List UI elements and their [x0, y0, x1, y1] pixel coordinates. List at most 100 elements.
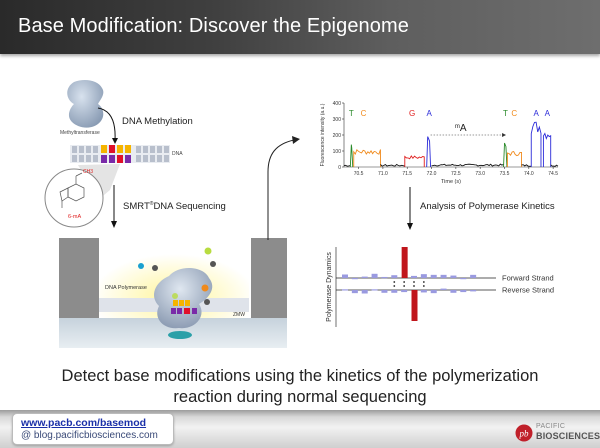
trace-segment	[349, 144, 354, 168]
trace-segment	[521, 164, 532, 167]
forward-strand-bar	[460, 278, 467, 280]
connector-arrow-icon	[267, 136, 300, 240]
reverse-strand-bar	[381, 290, 388, 293]
methyltransferase-icon	[67, 80, 104, 128]
x-tick-label: 73.5	[500, 171, 510, 177]
dna-strand-icon	[70, 145, 170, 163]
zmw-label: ZMW	[233, 312, 245, 318]
y-tick-label: 200	[333, 133, 342, 139]
base-call-label: A	[545, 109, 551, 118]
base-call-label: C	[511, 109, 517, 118]
y-axis-label: Fluorescence intensity (a.u.)	[320, 103, 326, 166]
x-tick-label: 73.0	[475, 171, 485, 177]
x-tick-label: 71.0	[378, 171, 388, 177]
slide-title: Base Modification: Discover the Epigenom…	[18, 15, 409, 37]
trace-segment	[542, 132, 552, 167]
forward-strand-bar	[440, 274, 447, 278]
base-dot	[393, 285, 396, 287]
svg-text:pb: pb	[519, 429, 530, 439]
reverse-strand-bar	[460, 290, 467, 293]
x-tick-label: 74.5	[548, 171, 558, 177]
methyltransferase-label: Methyltransferase	[60, 130, 100, 136]
base-dot	[422, 285, 425, 287]
base-dot	[413, 281, 415, 283]
forward-strand-bar	[470, 274, 477, 278]
methyl-a-annotation: mA	[455, 123, 467, 134]
base-dot	[413, 285, 415, 287]
pacbio-logo-icon: pb	[515, 424, 533, 442]
reverse-strand-label: Reverse Strand	[502, 286, 554, 295]
base-call-label: A	[426, 109, 432, 118]
base-dot	[403, 281, 406, 283]
dna-methylation-label: DNA Methylation	[122, 116, 193, 127]
forward-strand-bar	[342, 274, 348, 278]
curved-arrow-icon	[97, 107, 118, 144]
slide-caption: Detect base modifications using the kine…	[0, 366, 600, 408]
blog-link[interactable]: @ blog.pacificbiosciences.com	[21, 430, 158, 441]
forward-strand-bar	[430, 274, 437, 278]
basemod-link[interactable]: www.pacb.com/basemod	[21, 417, 147, 429]
logo-text-biosciences: BIOSCIENCES®	[536, 431, 600, 441]
forward-strand-bar	[391, 275, 398, 278]
x-tick-label: 70.5	[354, 171, 364, 177]
x-tick-label: 72.0	[427, 171, 437, 177]
forward-strand-bar	[351, 278, 358, 280]
trace-segment	[503, 142, 508, 168]
down-arrow-icon	[407, 187, 413, 230]
y-tick-label: 300	[333, 117, 342, 123]
base-call-label: G	[409, 109, 415, 118]
reverse-strand-bar	[450, 290, 457, 293]
trace-segment	[404, 155, 425, 167]
forward-strand-bar	[361, 276, 368, 278]
base-dot	[393, 281, 396, 283]
reverse-strand-bar	[391, 290, 398, 293]
trace-segment	[380, 163, 405, 167]
x-tick-label: 71.5	[402, 171, 412, 177]
dna-polymerase-label: DNA Polymerase	[105, 285, 147, 291]
reverse-strand-bar	[411, 290, 418, 321]
reverse-strand-bar	[342, 289, 348, 291]
links-box: www.pacb.com/basemod @ blog.pacificbiosc…	[12, 413, 174, 445]
logo-text-pacific: PACIFIC	[536, 423, 566, 430]
forward-strand-bar	[401, 247, 408, 278]
down-arrow-icon	[111, 185, 117, 228]
x-tick-label: 74.0	[524, 171, 534, 177]
reverse-strand-bar	[420, 290, 427, 293]
molecule-label: 6-mA	[68, 214, 81, 220]
zmw-illustration: DNA Polymerase ZMW	[59, 238, 287, 348]
trace-segment	[353, 148, 381, 167]
forward-strand-bar	[381, 276, 388, 279]
base-call-label: T	[503, 109, 508, 118]
forward-strand-bar	[371, 273, 378, 278]
reverse-strand-bar	[351, 290, 358, 294]
forward-strand-bar	[450, 275, 457, 278]
reverse-strand-bar	[440, 288, 447, 290]
trace-segment	[530, 121, 542, 167]
forward-strand-label: Forward Strand	[502, 274, 554, 283]
trace-segment	[426, 136, 432, 168]
polymerase-kinetics-label: Analysis of Polymerase Kinetics	[420, 201, 555, 212]
y-tick-label: 400	[333, 101, 342, 107]
arrowhead-icon	[502, 133, 507, 137]
molecule-magnifier: CH3 6-mA	[44, 164, 120, 228]
trace-segment	[343, 164, 351, 167]
caption-line-2: reaction during normal sequencing	[173, 388, 427, 406]
reverse-strand-bar	[371, 289, 378, 291]
base-call-label: T	[349, 109, 354, 118]
trace-segment	[550, 164, 559, 167]
forward-strand-bar	[420, 274, 427, 278]
x-axis-label: Time (s)	[441, 179, 461, 185]
trace-segment	[506, 150, 522, 167]
methyl-group-label: CH3	[83, 169, 93, 175]
slide-header: Base Modification: Discover the Epigenom…	[0, 0, 600, 54]
base-dot	[403, 285, 406, 287]
reverse-strand-bar	[401, 290, 408, 293]
smrt-sequencing-label: SMRT®DNA Sequencing	[123, 201, 226, 213]
y-tick-label: 100	[333, 149, 342, 155]
dna-label: DNA	[172, 151, 183, 157]
y-tick-label: 0	[338, 165, 341, 171]
base-call-label: C	[361, 109, 367, 118]
caption-line-1: Detect base modifications using the kine…	[61, 367, 539, 385]
